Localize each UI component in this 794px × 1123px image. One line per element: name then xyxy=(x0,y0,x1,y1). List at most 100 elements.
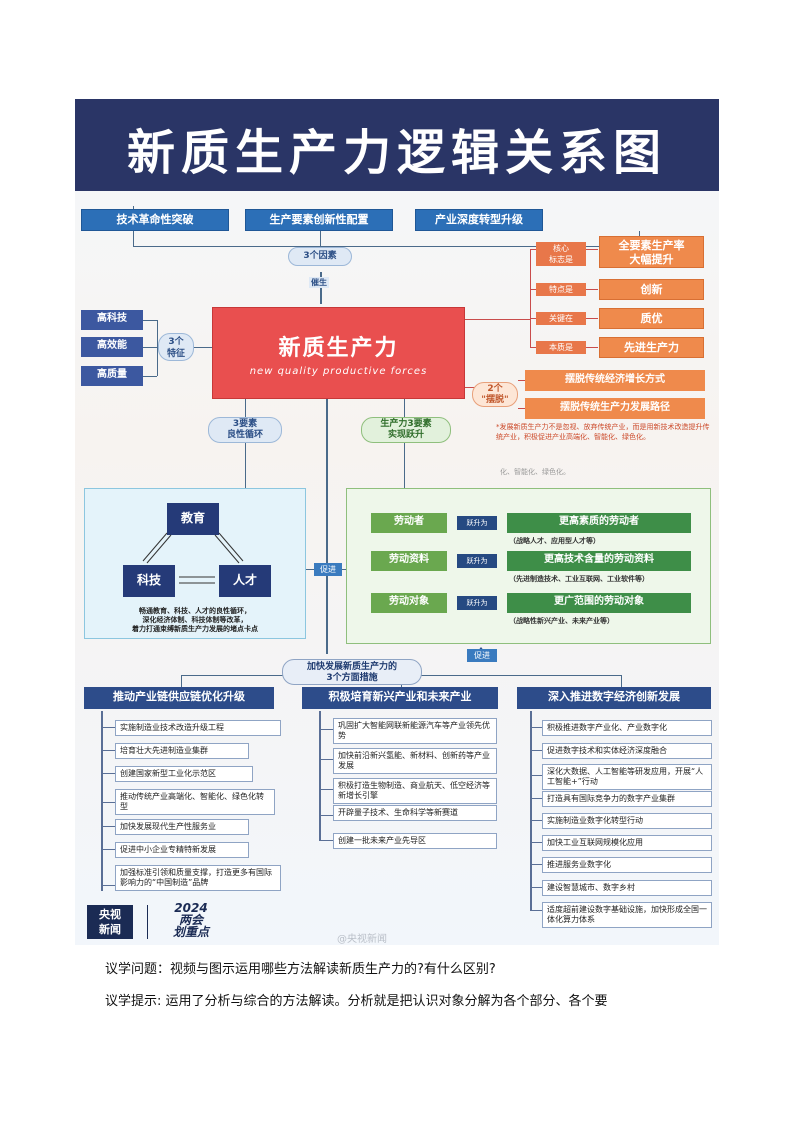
connector xyxy=(404,399,405,419)
leap-left-2: 劳动资料 xyxy=(371,551,447,571)
connector xyxy=(143,376,157,377)
list-item: 加快前沿新兴氢能、新材料、创新药等产业发展 xyxy=(333,748,497,774)
list-item: 加快工业互联网规模化应用 xyxy=(542,835,712,851)
footnote: *发展新质生产力不是忽视、放弃传统产业，而是用新技术改造提升传统产业，积极促进产… xyxy=(496,423,710,441)
box-tfp-increase: 全要素生产率 大幅提升 xyxy=(599,236,704,268)
bracket-1 xyxy=(101,711,103,891)
list-item: 推动传统产业高端化、智能化、绿色化转型 xyxy=(115,789,275,815)
factor-box-2: 生产要素创新性配置 xyxy=(245,209,393,231)
connector xyxy=(518,380,525,381)
list-item: 积极打造生物制造、商业航天、低空经济等新增长引擎 xyxy=(333,778,497,804)
tick xyxy=(530,887,542,888)
list-item: 巩固扩大智能网联新能源汽车等产业领先优势 xyxy=(333,718,497,744)
poster-title: 新质生产力逻辑关系图 xyxy=(126,125,667,181)
list-item: 适度超前建设数字基础设施，加快形成全国一体化算力体系 xyxy=(542,902,712,928)
column-head-1: 推动产业链供应链优化升级 xyxy=(84,687,274,709)
tag-core-mark: 核心 标志是 xyxy=(536,242,586,266)
two-sessions-logo: 2024 两会 划重点 xyxy=(172,901,209,939)
factor-box-3: 产业深度转型升级 xyxy=(415,209,543,231)
list-item: 加强标准引领和质量支撑，打造更多有国际影响力的“中国制造”品牌 xyxy=(115,865,281,891)
baituo-1: 摆脱传统经济增长方式 xyxy=(525,370,705,391)
leap-arrow-3: 跃升为 xyxy=(457,596,497,610)
cycle-pill: 3要素 良性循环 xyxy=(208,417,282,443)
column-head-3: 深入推进数字经济创新发展 xyxy=(517,687,711,709)
connector xyxy=(133,206,134,210)
connector xyxy=(320,231,321,246)
core-title: 新质生产力 xyxy=(278,336,399,361)
footnote-tail: 化、智能化、绿色化。 xyxy=(500,468,570,476)
measures-title: 加快发展新质生产力的 3个方面措施 xyxy=(282,659,422,685)
list-item: 加快发展现代生产性服务业 xyxy=(115,819,249,835)
leap-arrow-2: 跃升为 xyxy=(457,554,497,568)
core-node: 新质生产力 new quality productive forces xyxy=(212,307,465,399)
core-subtitle: new quality productive forces xyxy=(249,366,428,377)
connector xyxy=(143,320,157,321)
arrow-down xyxy=(320,272,322,304)
tick xyxy=(101,826,115,827)
tick xyxy=(530,910,542,911)
tag-key: 关键在 xyxy=(536,312,586,325)
tick xyxy=(319,840,333,841)
connector xyxy=(621,675,622,687)
leap-panel: 劳动者 跃升为 更高素质的劳动者 （战略人才、应用型人才等） 劳动资料 跃升为 … xyxy=(346,488,711,644)
list-item: 促进数字技术和实体经济深度融合 xyxy=(542,743,712,759)
list-item: 深化大数据、人工智能等研发应用，开展“人工智能+”行动 xyxy=(542,764,712,790)
bracket-3 xyxy=(530,711,532,911)
factor-box-1: 技术革命性突破 xyxy=(81,209,229,231)
cycle-panel: 教育 科技 人才 畅通教育、科技、人才的良性循环， 深化经济体制、科技体制等改革… xyxy=(84,488,306,639)
features-pill: 3个 特征 xyxy=(158,333,194,361)
connector xyxy=(143,347,157,348)
list-item: 创建一批未来产业先导区 xyxy=(333,833,497,849)
list-item: 促进中小企业专精特新发展 xyxy=(115,842,249,858)
connector xyxy=(245,399,246,419)
list-item: 积极推进数字产业化、产业数字化 xyxy=(542,720,712,736)
box-advanced-productivity: 先进生产力 xyxy=(599,337,704,358)
question-text: 议学问题：视频与图示运用哪些方法解读新质生产力的?有什么区别? xyxy=(105,962,496,977)
cycle-caption: 畅通教育、科技、人才的良性循环， 深化经济体制、科技体制等改革， 着力打通束缚新… xyxy=(132,607,258,633)
leap-right-1: 更高素质的劳动者 xyxy=(507,513,691,533)
list-item: 培育壮大先进制造业集群 xyxy=(115,743,249,759)
feature-high-efficiency: 高效能 xyxy=(81,337,143,357)
promote-label-2: 促进 xyxy=(467,649,497,662)
connector xyxy=(157,320,158,376)
node-talent: 人才 xyxy=(219,565,271,597)
box-quality: 质优 xyxy=(599,308,704,329)
tick xyxy=(530,727,542,728)
tick xyxy=(319,789,333,790)
leap-right-2: 更高技术含量的劳动资料 xyxy=(507,551,691,571)
leap-pill: 生产力3要素 实现跃升 xyxy=(361,417,451,443)
hint-text: 议学提示: 运用了分析与综合的方法解读。分析就是把认识对象分解为各个部分、各个要 xyxy=(105,994,608,1009)
trunk-line xyxy=(326,399,328,654)
connector xyxy=(133,246,639,247)
tick xyxy=(530,820,542,821)
logic-diagram-poster: 新质生产力逻辑关系图 技术革命性突破 生产要素创新性配置 产业深度转型升级 3个… xyxy=(75,99,719,945)
logo-divider xyxy=(147,905,148,939)
tick xyxy=(530,798,542,799)
leap-sub-1: （战略人才、应用型人才等） xyxy=(509,537,600,545)
cctv-news-logo: 央视 新闻 xyxy=(87,905,133,939)
list-item: 实施制造业技术改造升级工程 xyxy=(115,720,281,736)
baituo-pill: 2个 "摆脱" xyxy=(472,382,518,407)
leap-sub-3: （战略性新兴产业、未来产业等） xyxy=(509,617,614,625)
list-item: 创建国家新型工业化示范区 xyxy=(115,766,253,782)
leap-right-3: 更广范围的劳动对象 xyxy=(507,593,691,613)
tick xyxy=(319,729,333,730)
promote-label-1: 促进 xyxy=(314,563,342,576)
baituo-2: 摆脱传统生产力发展路径 xyxy=(525,398,705,419)
list-item: 建设智慧城市、数字乡村 xyxy=(542,880,712,896)
connector xyxy=(133,231,134,246)
tick xyxy=(101,727,115,728)
feature-high-quality: 高质量 xyxy=(81,366,143,386)
column-head-2: 积极培育新兴产业和未来产业 xyxy=(302,687,498,709)
factors-pill: 3个因素 xyxy=(288,247,352,266)
connector xyxy=(530,249,531,347)
list-item: 开辟量子技术、生命科学等新赛道 xyxy=(333,805,497,821)
list-item: 推进服务业数字化 xyxy=(542,857,712,873)
tick xyxy=(319,815,333,816)
tick xyxy=(101,802,115,803)
node-technology: 科技 xyxy=(123,565,175,597)
tick xyxy=(101,885,115,886)
tick xyxy=(530,842,542,843)
connector xyxy=(404,443,405,488)
cycle-arrows xyxy=(142,532,244,584)
